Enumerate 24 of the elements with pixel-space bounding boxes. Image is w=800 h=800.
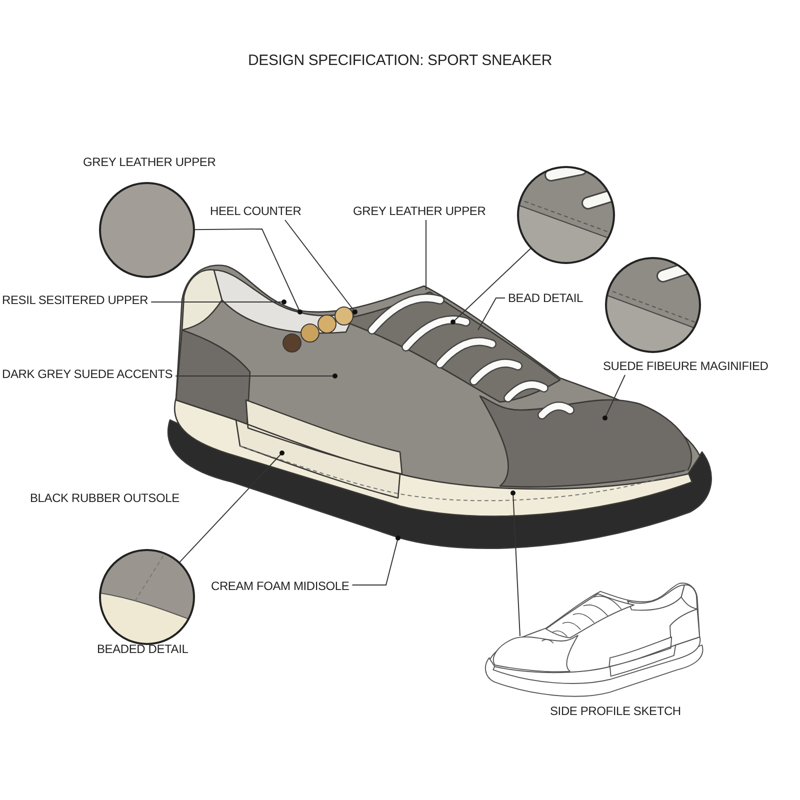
leader-line — [602, 374, 626, 420]
callout-label: HEEL COUNTER — [210, 204, 302, 218]
swatch-label: GREY LEATHER UPPER — [83, 155, 216, 169]
magnified-swatch — [605, 257, 701, 353]
callout-label: CREAM FOAM MIDISOLE — [211, 579, 350, 593]
leader-line — [150, 300, 286, 304]
callout-label: GREY LEATHER UPPER — [353, 204, 486, 218]
callout-label: DARK GREY SUEDE ACCENTS — [2, 367, 173, 381]
leader-line — [352, 536, 400, 586]
leader-line — [478, 298, 506, 330]
callout-label: BEAD DETAIL — [508, 291, 583, 305]
callout-label: RESIL SESITERED UPPER — [2, 293, 148, 307]
part-label: BLACK RUBBER OUTSOLE — [30, 491, 180, 505]
leader-line — [194, 228, 302, 314]
leader-line — [175, 374, 338, 378]
sketch-caption: SIDE PROFILE SKETCH — [550, 704, 681, 718]
swatch-label: BEADED DETAIL — [97, 642, 188, 656]
leader-line — [178, 450, 284, 564]
leader-line — [510, 490, 520, 636]
callout-label: SUEDE FIBEURE MAGINIFIED — [603, 359, 768, 373]
leader-line — [284, 220, 358, 314]
magnified-swatch — [517, 166, 615, 264]
leader-line — [450, 248, 532, 324]
diagram-title: DESIGN SPECIFICATION: SPORT SNEAKER — [247, 54, 553, 68]
